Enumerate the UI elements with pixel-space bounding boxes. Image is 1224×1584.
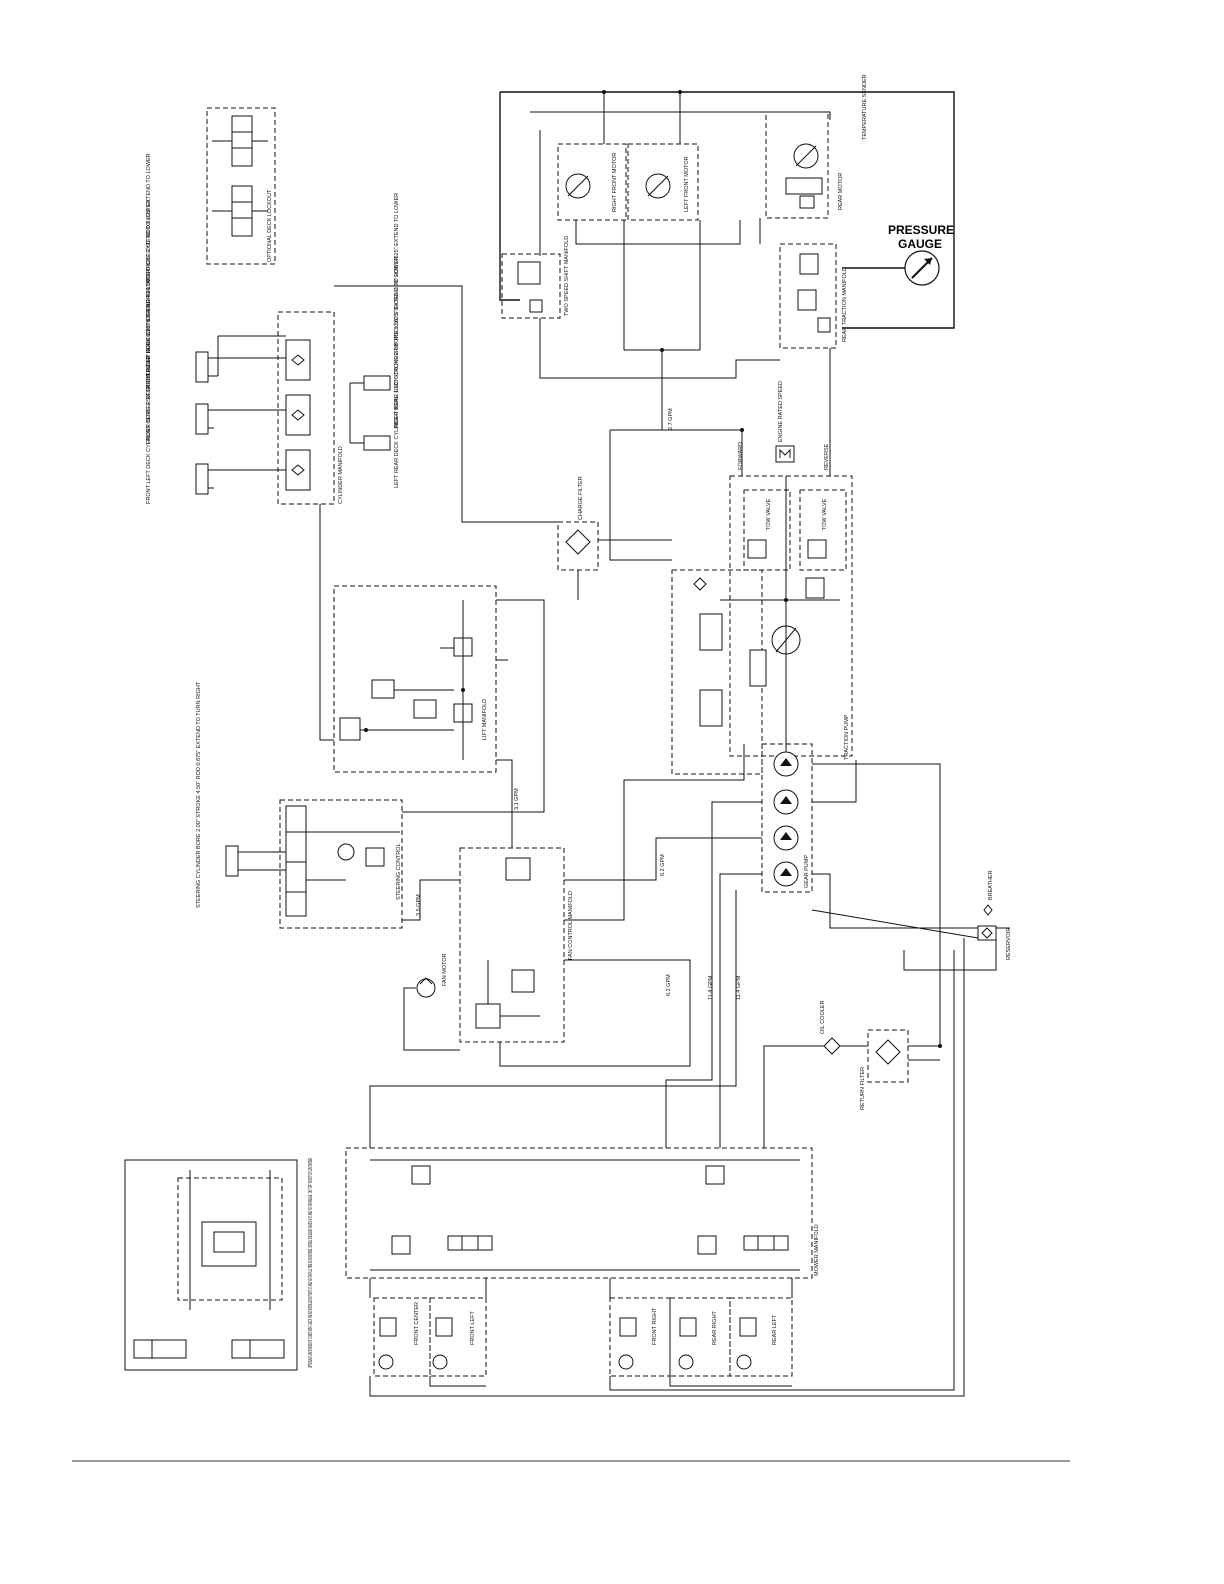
- flow-label: 11.4 GPM: [708, 975, 714, 1000]
- temp-sender-label: TEMPERATURE SENDER: [862, 74, 868, 140]
- left-front-motor-label: LEFT FRONT MOTOR: [684, 156, 690, 212]
- front-left-motor-label: FRONT LEFT: [470, 1311, 476, 1345]
- steering-control: [279, 799, 403, 929]
- charge-filter-label: CHARGE FILTER: [578, 476, 584, 520]
- rear-right-motor-label: REAR RIGHT: [712, 1310, 718, 1345]
- front-left-cylinder-label: FRONT LEFT DECK CYLINDER BORE 1.50" STRO…: [146, 269, 152, 504]
- front-deck-cylinders: [195, 335, 286, 495]
- flow-labels: 2.7 GPM 3.1 GPM 6.2 GPM 3.5 GPM 11.4 GPM…: [416, 408, 742, 1000]
- engine-label: ENGINE RATED SPEED: [778, 381, 784, 442]
- piping: [319, 91, 1010, 1397]
- optional-flow-divider: [124, 1159, 298, 1371]
- front-center-motor-label: FRONT CENTER: [414, 1302, 420, 1345]
- return-filter-label: RETURN FILTER: [860, 1067, 866, 1110]
- flow-label: 2.7 GPM: [668, 408, 674, 430]
- cylinder-manifold-label: CYLINDER MANIFOLD: [338, 446, 344, 504]
- left-rear-cylinder-label: LEFT REAR DECK CYLINDER BORE 1.50" STROK…: [394, 257, 400, 488]
- cylinder-manifold: [277, 311, 335, 505]
- two-speed-manifold-label: TWO SPEED SHIFT MANIFOLD: [564, 236, 570, 316]
- oil-cooler-label: OIL COOLER: [820, 1001, 826, 1034]
- front-motors: [557, 143, 699, 221]
- fan-control-manifold: [459, 847, 565, 1043]
- flow-label: 3.1 GPM: [514, 788, 520, 810]
- tow-valve-2: TOW VALVE: [822, 498, 828, 530]
- front-right-cylinder-label: FRONT RIGHT DECK CYLINDER BORE 1.50" STR…: [146, 153, 152, 392]
- forward-label: FORWARD: [738, 442, 744, 470]
- reverse-label: REVERSE: [824, 443, 830, 470]
- rear-traction-manifold: [779, 243, 837, 349]
- steering-cylinder-label: STEERING CYLINDER BORE 2.00" STROKE 4.50…: [196, 681, 202, 908]
- traction-pump: [671, 475, 853, 775]
- fan-motor: [416, 977, 436, 998]
- reservoir: [977, 904, 997, 941]
- flow-label: 6.2 GPM: [666, 974, 672, 996]
- rear-motor-label: REAR MOTOR: [838, 173, 844, 210]
- charge-filter: [557, 521, 599, 571]
- right-front-motor-label: RIGHT FRONT MOTOR: [612, 153, 618, 212]
- optional-note: OPTIONAL FLOW DIVIDER KIT COMES WITH CHE…: [308, 1158, 314, 1368]
- deck-lockout-label: OPTIONAL DECK LOCKOUT: [267, 189, 273, 262]
- gauge-label-1: PRESSURE: [888, 223, 954, 237]
- rear-deck-cylinders: [349, 375, 391, 451]
- two-speed-manifold: [501, 253, 561, 319]
- mower-manifold: [345, 1147, 813, 1279]
- gauge-label-2: GAUGE: [898, 237, 942, 251]
- fan-motor-label: FAN MOTOR: [442, 953, 448, 986]
- tow-valve-1: TOW VALVE: [766, 498, 772, 530]
- traction-pump-label: TRACTION PUMP: [844, 714, 850, 760]
- rear-left-motor-label: REAR LEFT: [772, 1314, 778, 1345]
- rear-motor: [765, 111, 829, 219]
- right-rear-cylinder-label: RIGHT REAR DECK CYLINDER BORE 1.50" STRO…: [394, 193, 400, 428]
- rear-traction-manifold-label: REAR TRACTION MANIFOLD: [842, 267, 848, 342]
- flow-label: 3.5 GPM: [416, 894, 422, 916]
- engine: [775, 445, 795, 463]
- lift-manifold: [333, 585, 497, 773]
- flow-label: 11.4 GPM: [736, 975, 742, 1000]
- breather-label: BREATHER: [988, 870, 994, 900]
- gear-pump-label: GEAR PUMP: [804, 855, 810, 888]
- oil-cooler: [823, 1037, 841, 1055]
- deck-lockout-box: [206, 107, 276, 265]
- return-filter: [867, 1029, 909, 1083]
- gear-pump: [761, 743, 813, 893]
- front-center-cylinder-label: FRONT CENTER DECK CYLINDER BORE 1.50" ST…: [146, 200, 152, 444]
- fan-manifold-label: FAN CONTROL MANIFOLD: [568, 891, 574, 960]
- junction-dots: [364, 90, 942, 1048]
- steering-control-label: STEERING CONTROL: [396, 843, 402, 900]
- flow-label: 6.2 GPM: [660, 854, 666, 876]
- mower-manifold-label: MOWER MANIFOLD: [814, 1224, 820, 1276]
- front-right-motor-label: FRONT RIGHT: [652, 1307, 658, 1345]
- steering-cylinder: [225, 845, 286, 877]
- mower-motors: [373, 1297, 793, 1377]
- pressure-gauge: [842, 250, 940, 286]
- lift-manifold-label: LIFT MANIFOLD: [482, 699, 488, 740]
- reservoir-label: RESERVOIR: [1006, 928, 1012, 960]
